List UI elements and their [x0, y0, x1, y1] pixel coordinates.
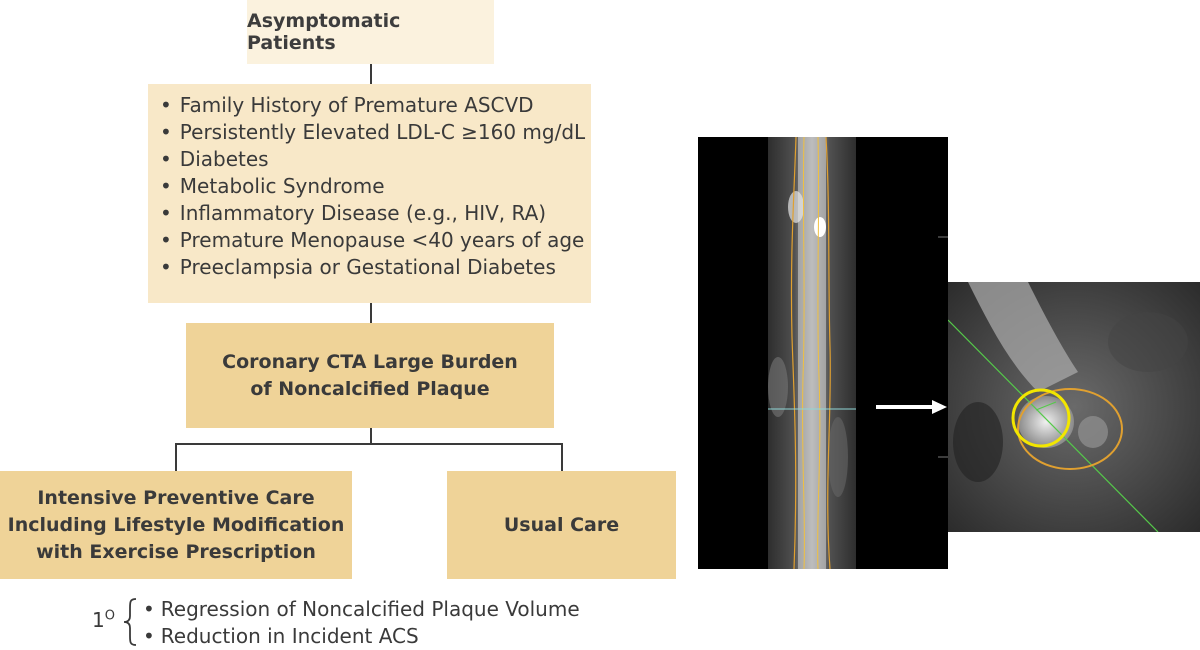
connector-branch-horizontal	[175, 443, 563, 445]
risk-factor-item: Inflammatory Disease (e.g., HIV, RA)	[160, 200, 581, 227]
risk-factor-item: Metabolic Syndrome	[160, 173, 581, 200]
connector-middle	[370, 303, 372, 323]
connector-branch-left	[175, 443, 177, 471]
risk-factor-item: Premature Menopause <40 years of age	[160, 227, 585, 254]
connector-branch-stem	[370, 428, 372, 444]
outcome-ordinal: 1O	[92, 608, 115, 632]
risk-factor-item: Preeclampsia or Gestational Diabetes	[160, 254, 581, 281]
connector-top	[370, 64, 372, 84]
curly-brace-icon	[123, 598, 137, 646]
risk-factors-list: Family History of Premature ASCVD Persis…	[160, 92, 585, 281]
outcome-item: Reduction in Incident ACS	[143, 623, 580, 650]
outcome-item: Regression of Noncalcified Plaque Volume	[143, 596, 580, 623]
coronary-cta-box: Coronary CTA Large Burden of Noncalcifie…	[186, 323, 554, 428]
asymptomatic-patients-label: Asymptomatic Patients	[247, 10, 401, 54]
risk-factor-item: Family History of Premature ASCVD	[160, 92, 581, 119]
ct-longitudinal-image	[698, 136, 948, 570]
intensive-care-box: Intensive Preventive Care Including Life…	[0, 471, 352, 579]
outcomes-list: Regression of Noncalcified Plaque Volume…	[143, 596, 580, 650]
connector-branch-right	[561, 443, 563, 471]
risk-factor-item: Diabetes	[160, 146, 581, 173]
usual-care-box: Usual Care	[447, 471, 676, 579]
ct-cross-section-image	[947, 282, 1200, 533]
pointer-arrow-icon	[876, 400, 947, 414]
asymptomatic-patients-box: Asymptomatic Patients	[247, 0, 494, 64]
risk-factors-box: Family History of Premature ASCVD Persis…	[148, 84, 591, 303]
primary-outcomes: 1O Regression of Noncalcified Plaque Vol…	[92, 596, 580, 650]
intensive-care-label: Intensive Preventive Care Including Life…	[7, 486, 345, 563]
coronary-cta-label: Coronary CTA Large Burden of Noncalcifie…	[222, 350, 518, 400]
usual-care-label: Usual Care	[503, 513, 620, 536]
risk-factor-item: Persistently Elevated LDL-C ≥160 mg/dL	[160, 119, 585, 146]
